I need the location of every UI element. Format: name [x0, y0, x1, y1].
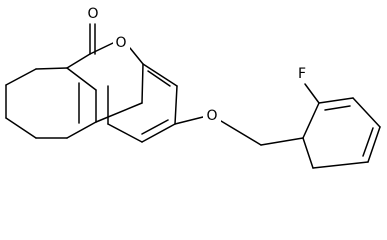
bond [304, 83, 320, 104]
bond [367, 126, 381, 163]
bond [174, 116, 204, 125]
molecule-structure: O O O F [5, 6, 381, 169]
bond [141, 63, 144, 104]
bond [129, 47, 144, 65]
bond [174, 85, 178, 125]
bond [312, 161, 369, 169]
bond [302, 137, 314, 169]
bond [302, 102, 320, 139]
carbonyl-oxygen-label: O [87, 6, 98, 22]
fluorine-label: F [298, 66, 306, 82]
bond [66, 67, 97, 91]
bond [318, 97, 354, 104]
bond [352, 97, 381, 128]
carbonyl-group [89, 23, 96, 55]
bond [66, 121, 97, 139]
bond [324, 105, 351, 111]
bond [5, 68, 37, 86]
bond [220, 120, 262, 146]
bond [66, 53, 91, 69]
ring-oxygen-atom: O [113, 35, 130, 52]
bond [5, 117, 37, 139]
bond [89, 42, 114, 55]
benzo-ring [107, 63, 178, 143]
bond [107, 123, 143, 143]
pyranone-ring [66, 42, 144, 139]
carbonyl-oxygen-atom: O [84, 6, 101, 23]
fluorophenyl-ring [302, 83, 381, 169]
ether-oxygen-label: O [206, 108, 217, 124]
bond [35, 67, 68, 70]
cyclohexene-ring [5, 67, 68, 139]
bond [260, 137, 304, 146]
fluorine-atom: F [294, 66, 310, 83]
bond [141, 123, 176, 143]
bond [95, 102, 143, 123]
bond [147, 70, 171, 87]
bond [362, 127, 374, 157]
ring-oxygen-label: O [115, 35, 126, 51]
ether-oxygen-atom: O [203, 108, 221, 125]
bond [141, 119, 169, 135]
bond [142, 63, 178, 87]
benzyloxy-linker [174, 116, 304, 146]
